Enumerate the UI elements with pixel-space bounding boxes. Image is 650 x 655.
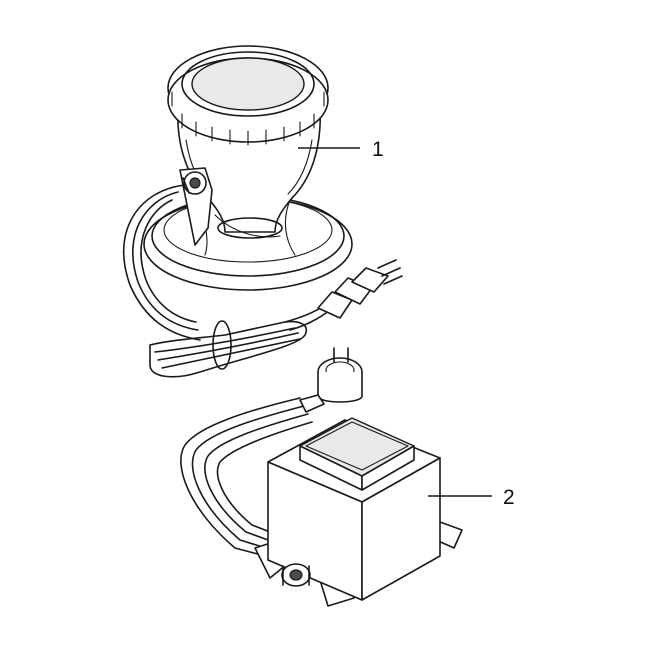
light-connector [317,259,403,319]
callout-2-label: 2 [503,486,515,509]
transformer-box [254,417,463,607]
light-mount-bracket [179,167,213,246]
callout-2: 2 [428,486,515,509]
pond-light [122,45,403,378]
light-lens-ring [167,45,329,146]
transformer-plug [299,347,363,413]
light-body [177,107,321,256]
callout-1-label: 1 [372,138,384,161]
transformer [180,347,463,607]
transformer-cable-coil [180,397,313,557]
callout-1: 1 [298,138,384,161]
